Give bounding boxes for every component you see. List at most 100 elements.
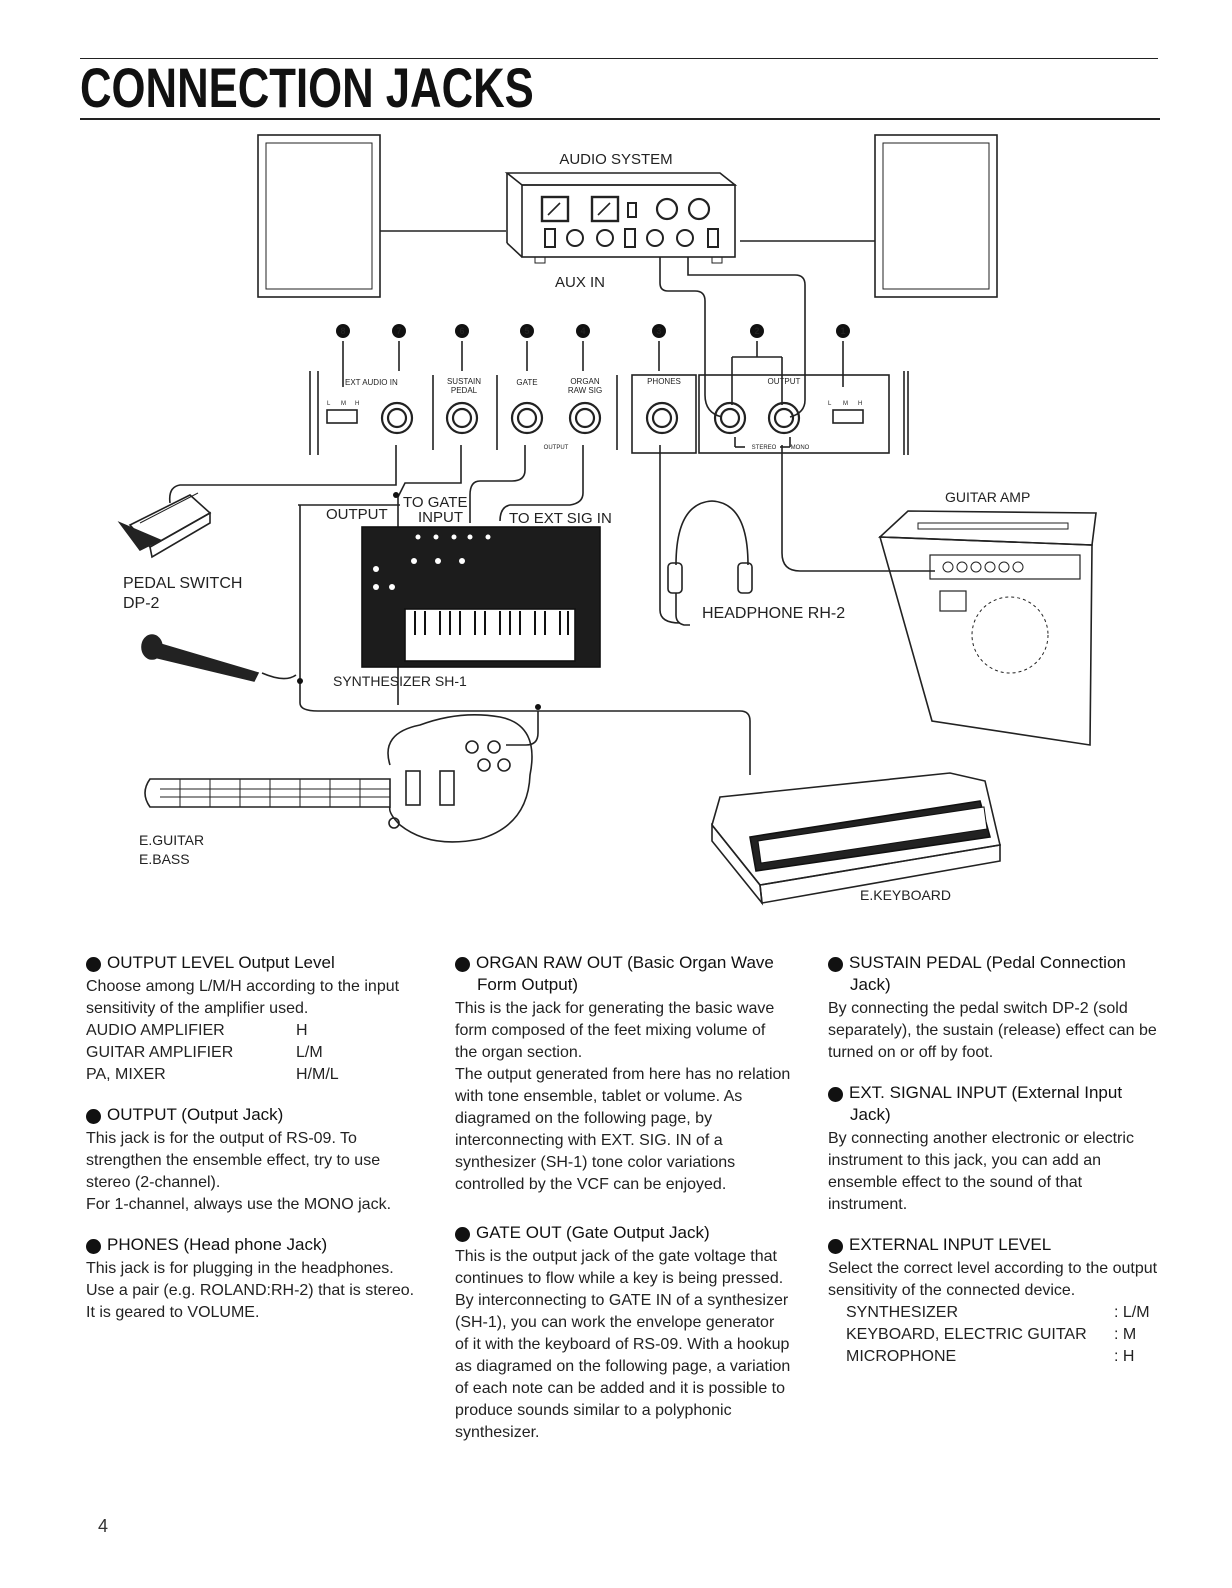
- table-row: PA, MIXER H/M/L: [86, 1064, 339, 1086]
- section-6-body: By connecting the pedal switch DP-2 (sol…: [828, 1000, 1157, 1061]
- marker-4-icon: [576, 324, 590, 338]
- marker-3-label: 3: [656, 326, 661, 336]
- eguitar-label-2: E.BASS: [139, 851, 190, 867]
- organ-label-1: ORGAN: [570, 377, 600, 386]
- eguitar-label-1: E.GUITAR: [139, 832, 204, 848]
- row-value: : L/M: [1114, 1304, 1150, 1321]
- section-7-title: EXT. SIGNAL INPUT (External Input Jack): [849, 1083, 1123, 1124]
- section-3-body: This jack is for plugging in the headpho…: [86, 1260, 415, 1321]
- phones-label: PHONES: [647, 377, 681, 386]
- title-underline: [80, 118, 1160, 120]
- lmh-right-h: H: [858, 401, 862, 407]
- connection-diagram: 8 7 6 5 4 3 2 1 AUDIO SYSTEM AUX IN EXT …: [117, 134, 1097, 906]
- section-4-body-1: This is the jack for generating the basi…: [455, 1000, 775, 1061]
- synth-output-label: OUTPUT: [326, 506, 388, 523]
- section-1-body: Choose among L/M/H according to the inpu…: [86, 978, 400, 1017]
- row-value: H: [296, 1022, 308, 1039]
- left-speaker: [257, 134, 381, 298]
- row-name: SYNTHESIZER: [846, 1304, 959, 1321]
- mono-label: MONO: [791, 445, 810, 451]
- section-3-title: PHONES (Head phone Jack): [107, 1235, 328, 1254]
- audio-system-unit: [504, 172, 738, 264]
- row-name: KEYBOARD, ELECTRIC GUITAR: [846, 1326, 1087, 1343]
- gate-label: GATE: [516, 378, 537, 387]
- lmh-left-m: M: [341, 401, 346, 407]
- table-row: KEYBOARD, ELECTRIC GUITAR : M: [846, 1324, 1150, 1346]
- section-2-body-2: For 1-channel, always use the MONO jack.: [86, 1196, 392, 1213]
- section-8-title: EXTERNAL INPUT LEVEL: [849, 1235, 1052, 1254]
- lmh-right-m: M: [843, 401, 848, 407]
- synthesizer-label: SYNTHESIZER SH-1: [333, 673, 467, 689]
- electric-guitar-drawing: [144, 713, 533, 843]
- top-rule: [80, 58, 1158, 59]
- row-name: AUDIO AMPLIFIER: [86, 1022, 225, 1039]
- marker-6-icon: [455, 324, 469, 338]
- pedal-switch-drawing: [117, 492, 212, 559]
- number-3-icon: 3: [79, 1239, 101, 1254]
- headphone-label: HEADPHONE RH-2: [702, 605, 845, 622]
- number-5-icon: 5: [448, 1227, 470, 1242]
- marker-3-icon: [652, 324, 666, 338]
- output-level-table: AUDIO AMPLIFIER H GUITAR AMPLIFIER L/M PA,…: [86, 1020, 339, 1086]
- marker-2-icon: [750, 324, 764, 338]
- marker-8-icon: [336, 324, 350, 338]
- row-value: : H: [1114, 1348, 1135, 1365]
- rear-panel: [309, 371, 909, 455]
- marker-5-label: 5: [524, 326, 529, 336]
- ext-audio-in-label: EXT AUDIO IN: [345, 378, 398, 387]
- output-panel-label: OUTPUT: [768, 377, 801, 386]
- page-number: 4: [98, 1516, 109, 1536]
- section-phones: 3 PHONES (Head phone Jack) This jack is f…: [79, 1234, 422, 1324]
- section-2-body-1: This jack is for the output of RS-09. To…: [86, 1130, 381, 1191]
- section-2-title: OUTPUT (Output Jack): [107, 1105, 284, 1124]
- section-3-heading: 3 PHONES (Head phone Jack): [79, 1234, 422, 1256]
- page-title: CONNECTION JACKS: [80, 56, 534, 119]
- section-1-title: OUTPUT LEVEL Output Level: [107, 953, 335, 972]
- guitar-amp-drawing: [878, 510, 1097, 746]
- pedal-switch-label-1: PEDAL SWITCH: [123, 575, 242, 592]
- section-4-body-2: The output generated from here has no re…: [455, 1066, 791, 1193]
- organ-label-2: RAW SIG: [568, 386, 602, 395]
- number-6-icon: 6: [821, 957, 843, 972]
- marker-4-label: 4: [580, 326, 585, 336]
- ekeyboard-label: E.KEYBOARD: [860, 887, 951, 903]
- row-name: PA, MIXER: [86, 1066, 166, 1083]
- marker-5-icon: [520, 324, 534, 338]
- marker-6-label: 6: [459, 326, 464, 336]
- sustain-label-2: PEDAL: [451, 386, 478, 395]
- row-value: H/M/L: [296, 1066, 339, 1083]
- section-8-body: Select the correct level according to th…: [828, 1260, 1158, 1299]
- lmh-left-h: H: [355, 401, 359, 407]
- aux-in-label: AUX IN: [555, 274, 605, 291]
- to-gate-label-2: INPUT: [418, 509, 463, 526]
- stereo-label: STEREO: [752, 445, 777, 451]
- row-name: GUITAR AMPLIFIER: [86, 1044, 234, 1061]
- lmh-right-l: L: [828, 401, 832, 407]
- table-row: SYNTHESIZER : L/M: [846, 1302, 1150, 1324]
- table-row: AUDIO AMPLIFIER H: [86, 1020, 339, 1042]
- to-ext-sig-in-label: TO EXT SIG IN: [509, 510, 612, 527]
- microphone-drawing: [141, 634, 260, 682]
- row-value: L/M: [296, 1044, 323, 1061]
- row-value: : M: [1114, 1326, 1137, 1343]
- marker-2-label: 2: [754, 326, 759, 336]
- row-name: MICROPHONE: [846, 1348, 957, 1365]
- section-7-body: By connecting another electronic or elec…: [828, 1130, 1134, 1213]
- section-4-title: ORGAN RAW OUT (Basic Organ Wave Form Out…: [476, 953, 774, 994]
- table-row: GUITAR AMPLIFIER L/M: [86, 1042, 339, 1064]
- electric-keyboard-drawing: [711, 772, 1001, 906]
